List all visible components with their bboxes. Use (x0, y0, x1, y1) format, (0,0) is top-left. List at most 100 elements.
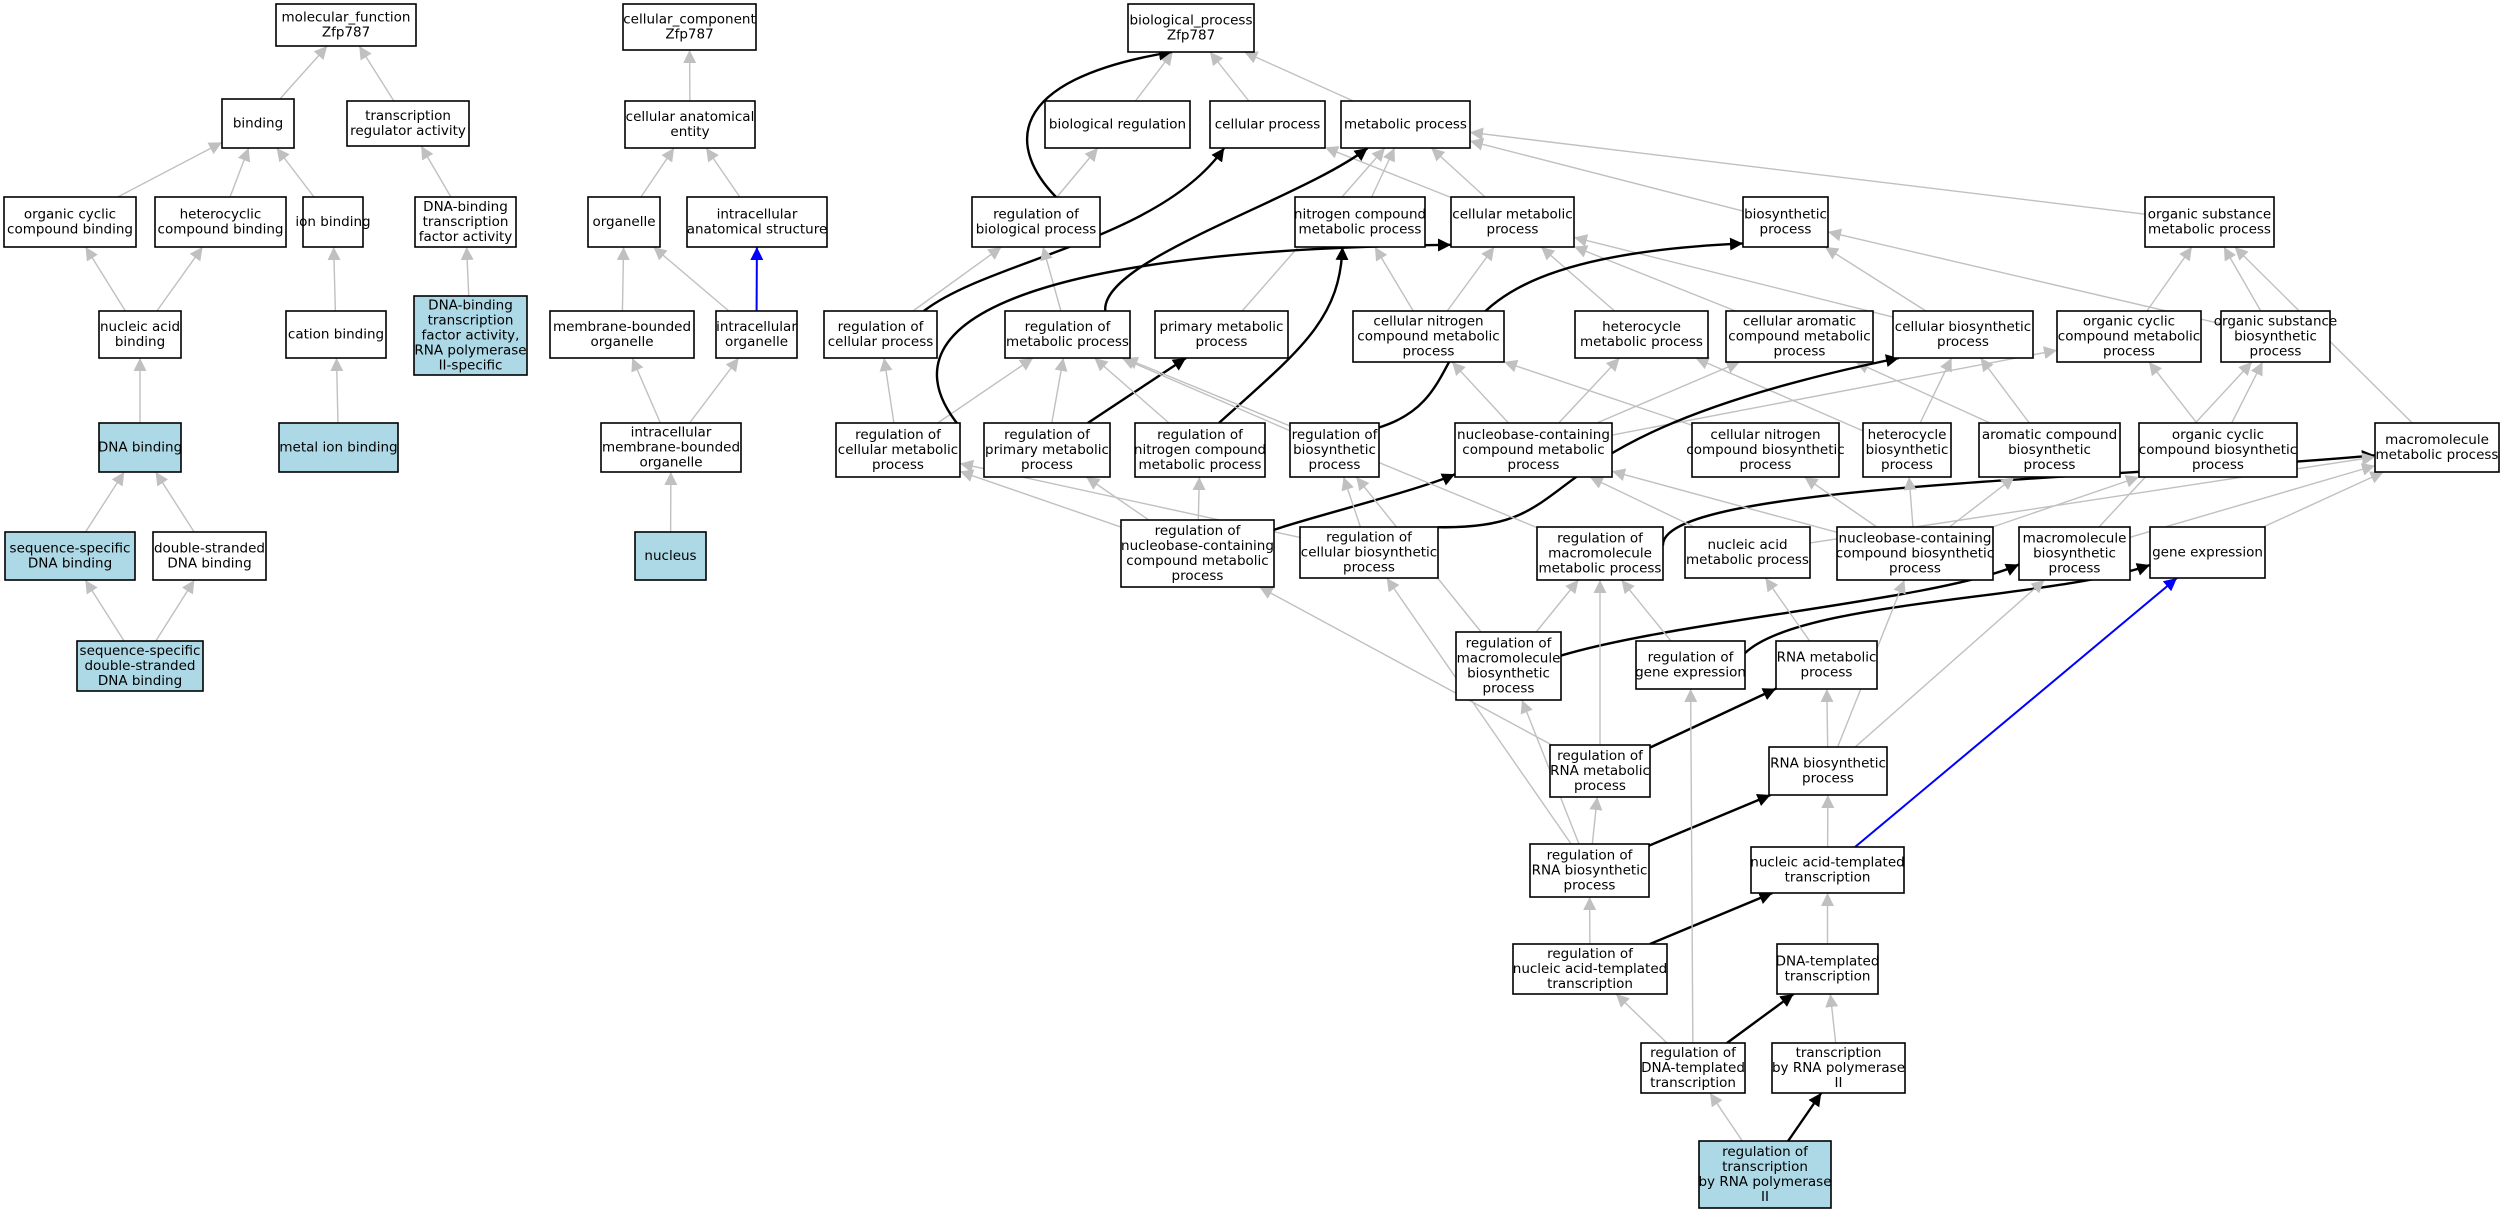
edge-biosynthetic-process-to-metabolic-process (1469, 137, 1744, 212)
edge-cellular-process-to-bp-root (1209, 51, 1250, 102)
node-label-line: organic cyclic (2083, 314, 2175, 330)
node-label-line: regulation of (1155, 523, 1242, 539)
node-ion-binding[interactable]: ion binding (295, 196, 371, 248)
node-label-line: process (1760, 222, 1812, 238)
node-cellular-process[interactable]: cellular process (1209, 100, 1326, 149)
edge-cellular-biosynthetic-to-biosynthetic-process (1824, 246, 1927, 312)
node-nucleus[interactable]: nucleus (634, 531, 707, 581)
node-label-line: intracellular (717, 207, 798, 223)
node-label-line: transcription (1785, 969, 1871, 985)
edge-nucleobase-biosynthetic-to-nucleobase-mp (1611, 468, 1838, 534)
node-cation-binding[interactable]: cation binding (285, 310, 387, 359)
edge-intracellular-organelle-to-organelle (652, 246, 730, 312)
node-label-line: RNA biosynthetic (1770, 756, 1886, 772)
node-box (1289, 422, 1380, 478)
node-box (1299, 526, 1439, 579)
node-label-line: heterocycle (1868, 427, 1947, 443)
node-reg-nucleobase-mp[interactable]: regulation ofnucleobase-containingcompou… (1120, 519, 1275, 588)
edge-reg-nucleobase-mp-to-reg-primary-mp (1085, 476, 1150, 521)
node-label-line: Zfp787 (1167, 28, 1215, 44)
node-dna-binding[interactable]: DNA binding (98, 422, 182, 473)
node-reg-macromolecule-biosynthetic[interactable]: regulation ofmacromoleculebiosyntheticpr… (1455, 631, 1562, 701)
node-box (221, 98, 295, 149)
node-label-line: regulation of (855, 427, 942, 443)
node-metal-ion-binding[interactable]: metal ion binding (278, 422, 399, 473)
node-box (1640, 1042, 1746, 1094)
node-binding[interactable]: binding (221, 98, 295, 149)
node-label-line: process (1564, 878, 1616, 894)
node-box (686, 196, 828, 248)
edge-nitrogen-compound-mp-to-metabolic-process (1371, 147, 1396, 198)
node-biological-regulation[interactable]: biological regulation (1044, 100, 1191, 149)
edge-heterocyclic-binding-to-binding (229, 147, 251, 198)
node-box (2056, 310, 2202, 363)
node-organelle[interactable]: organelle (587, 196, 661, 248)
node-label-line: transcription (423, 214, 509, 230)
node-box (1635, 640, 1746, 690)
edge-reg-rna-biosynthetic-to-reg-cellular-biosynthetic (1386, 577, 1572, 845)
node-gene-expression[interactable]: gene expression (2149, 526, 2266, 579)
node-label-line: biosynthetic (2008, 442, 2091, 458)
node-metabolic-process[interactable]: metabolic process (1340, 100, 1471, 149)
node-label-line: II (1761, 1189, 1769, 1205)
